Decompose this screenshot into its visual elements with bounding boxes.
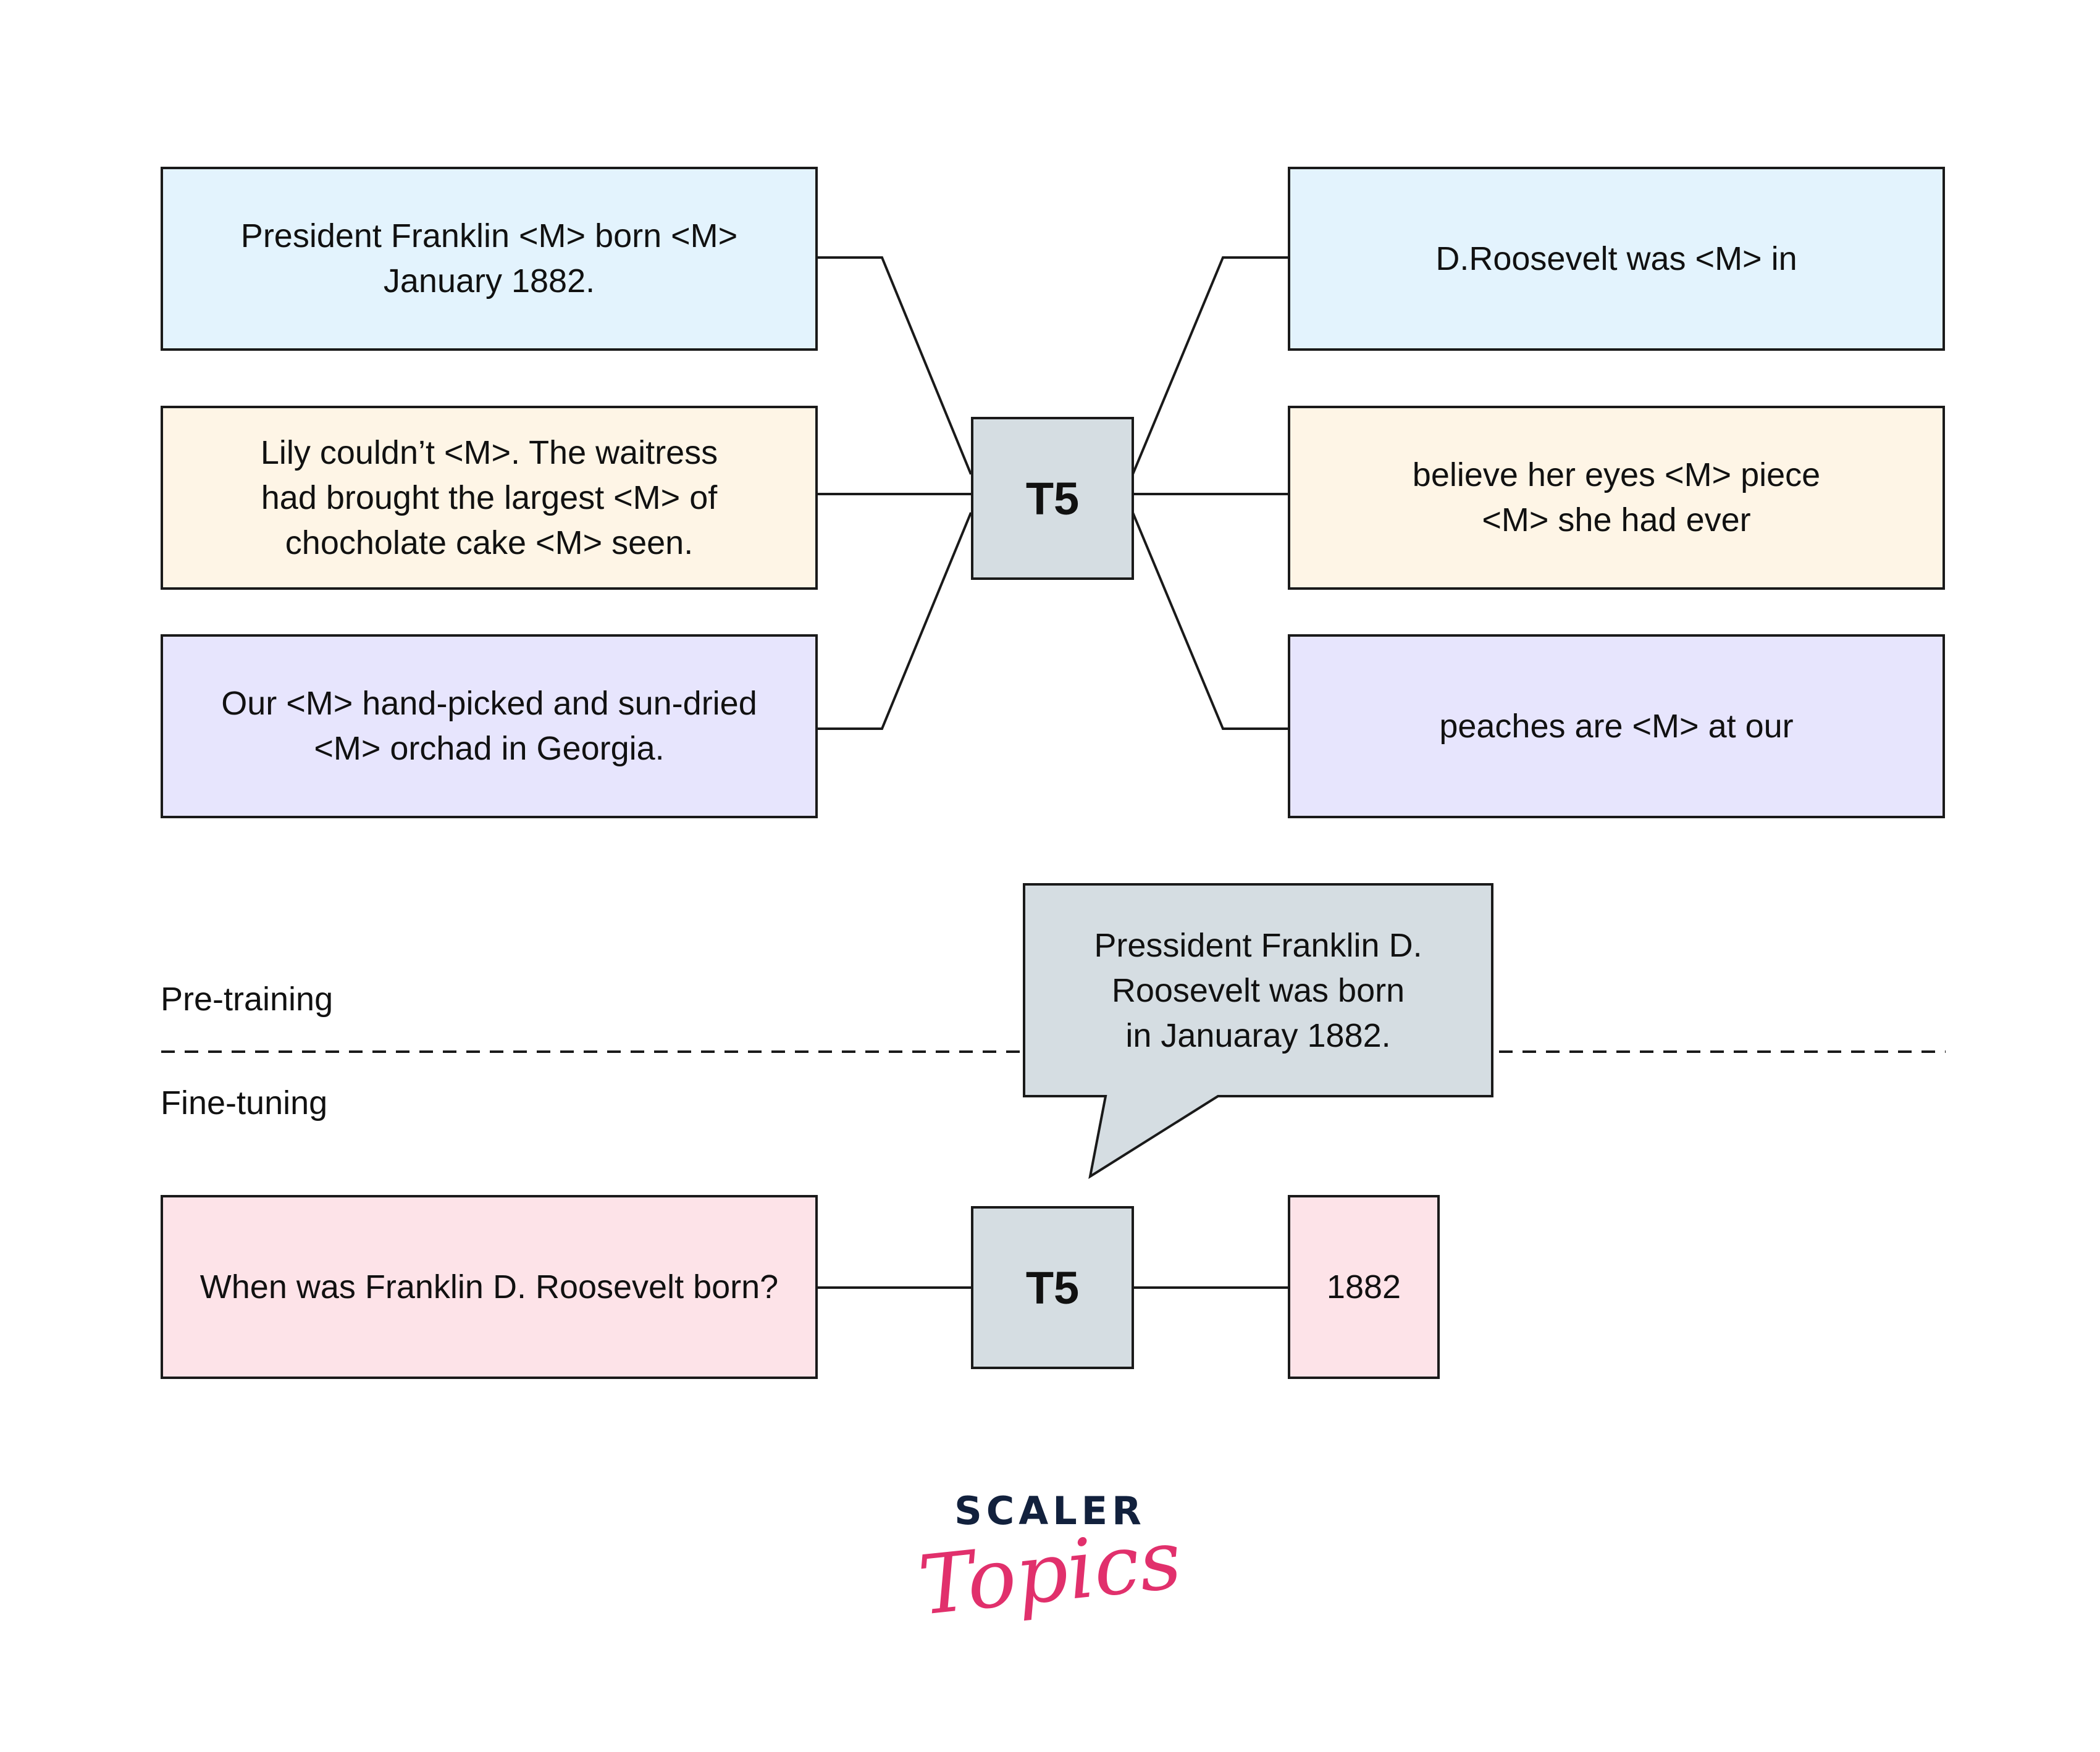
- pretrain-input-3-line-2: <M> orchad in Georgia.: [314, 730, 665, 767]
- connector-output-3: [1132, 512, 1288, 730]
- pretrain-input-1-line-1: President Franklin <M> born <M>: [240, 217, 738, 254]
- pretrain-input-1: President Franklin <M> born <M> January …: [161, 167, 818, 351]
- pretrain-input-2-line-3: chocholate cake <M> seen.: [285, 524, 694, 561]
- t5-label-pretraining: T5: [1025, 472, 1080, 524]
- speech-bubble-text: Pressident Franklin D. Roosevelt was bor…: [1024, 884, 1492, 1097]
- pretrain-input-3: Our <M> hand-picked and sun-dried <M> or…: [161, 634, 818, 818]
- finetune-answer: 1882: [1326, 1268, 1401, 1306]
- pretrain-input-3-line-1: Our <M> hand-picked and sun-dried: [221, 685, 757, 722]
- pretrain-input-2: Lily couldn’t <M>. The waitress had brou…: [161, 406, 818, 590]
- pretrain-input-2-line-1: Lily couldn’t <M>. The waitress: [260, 434, 718, 471]
- pretrain-output-1-line-1: D.Roosevelt was <M> in: [1435, 240, 1797, 277]
- finetuning-label: Fine-tuning: [161, 1084, 328, 1121]
- connector-input-1: [817, 256, 972, 475]
- pretrain-output-3-line-1: peaches are <M> at our: [1439, 707, 1794, 745]
- finetune-question-box: When was Franklin D. Roosevelt born?: [161, 1195, 818, 1379]
- logo-scaler: SCALER: [954, 1488, 1146, 1533]
- pretrain-output-2: believe her eyes <M> piece <M> she had e…: [1288, 406, 1945, 590]
- t5-model-pretraining: T5: [971, 417, 1134, 580]
- finetune-answer-box: 1882: [1288, 1195, 1440, 1379]
- pretrain-output-3: peaches are <M> at our: [1288, 634, 1945, 818]
- finetune-question: When was Franklin D. Roosevelt born?: [200, 1268, 779, 1306]
- pretrain-output-1: D.Roosevelt was <M> in: [1288, 167, 1945, 351]
- connector-input-3: [817, 512, 972, 730]
- pretrain-input-1-line-2: January 1882.: [383, 262, 595, 300]
- t5-model-finetuning: T5: [971, 1206, 1134, 1369]
- speech-bubble-line-3: in Januaray 1882.: [1125, 1017, 1391, 1054]
- speech-bubble-line-2: Roosevelt was born: [1111, 972, 1405, 1009]
- pretrain-input-2-line-2: had brought the largest <M> of: [261, 479, 718, 516]
- pretraining-label: Pre-training: [161, 981, 334, 1018]
- t5-label-finetuning: T5: [1025, 1262, 1080, 1314]
- connector-output-1: [1132, 256, 1288, 475]
- speech-bubble: [1023, 883, 1493, 1180]
- pretrain-output-2-line-1: believe her eyes <M> piece: [1412, 456, 1821, 493]
- speech-bubble-line-1: Pressident Franklin D.: [1094, 927, 1422, 964]
- pretrain-output-2-line-2: <M> she had ever: [1482, 501, 1751, 539]
